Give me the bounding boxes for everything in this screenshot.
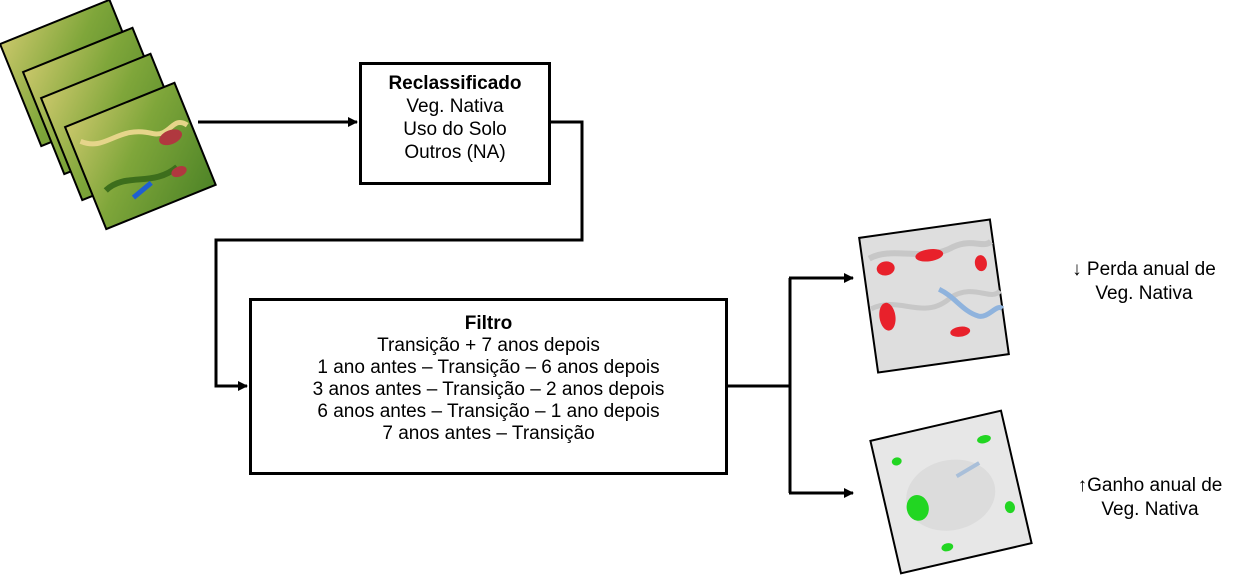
filtro-rule-1: Transição + 7 anos depois (377, 335, 600, 356)
gain-map (869, 409, 1033, 575)
reclassificado-line-outros: Outros (NA) (404, 142, 506, 163)
gain-label: ↑Ganho anual de Veg. Nativa (1058, 474, 1242, 522)
filtro-box: Filtro Transição + 7 anos depois 1 ano a… (249, 298, 728, 475)
filtro-rule-5: 7 anos antes – Transição (382, 423, 595, 444)
input-map-4 (63, 81, 217, 231)
loss-label-line-1: ↓ Perda anual de (1072, 259, 1216, 280)
filtro-title: Filtro (464, 313, 513, 334)
gain-label-line-1: ↑Ganho anual de (1077, 475, 1223, 496)
gain-label-line-2: Veg. Nativa (1101, 499, 1199, 520)
filtro-rule-2: 1 ano antes – Transição – 6 anos depois (317, 357, 660, 378)
filtro-rule-3: 3 anos antes – Transição – 2 anos depois (312, 379, 665, 400)
loss-map (858, 218, 1010, 374)
reclassificado-line-veg-nativa: Veg. Nativa (406, 96, 504, 117)
loss-label: ↓ Perda anual de Veg. Nativa (1052, 258, 1236, 306)
filtro-rule-4: 6 anos antes – Transição – 1 ano depois (317, 401, 660, 422)
loss-label-line-2: Veg. Nativa (1095, 283, 1193, 304)
reclassificado-line-uso-do-solo: Uso do Solo (403, 119, 507, 140)
reclassificado-box: Reclassificado Veg. Nativa Uso do Solo O… (359, 62, 551, 185)
arrow-reclassificado-to-filtro (214, 120, 584, 391)
reclassificado-title: Reclassificado (388, 73, 522, 94)
